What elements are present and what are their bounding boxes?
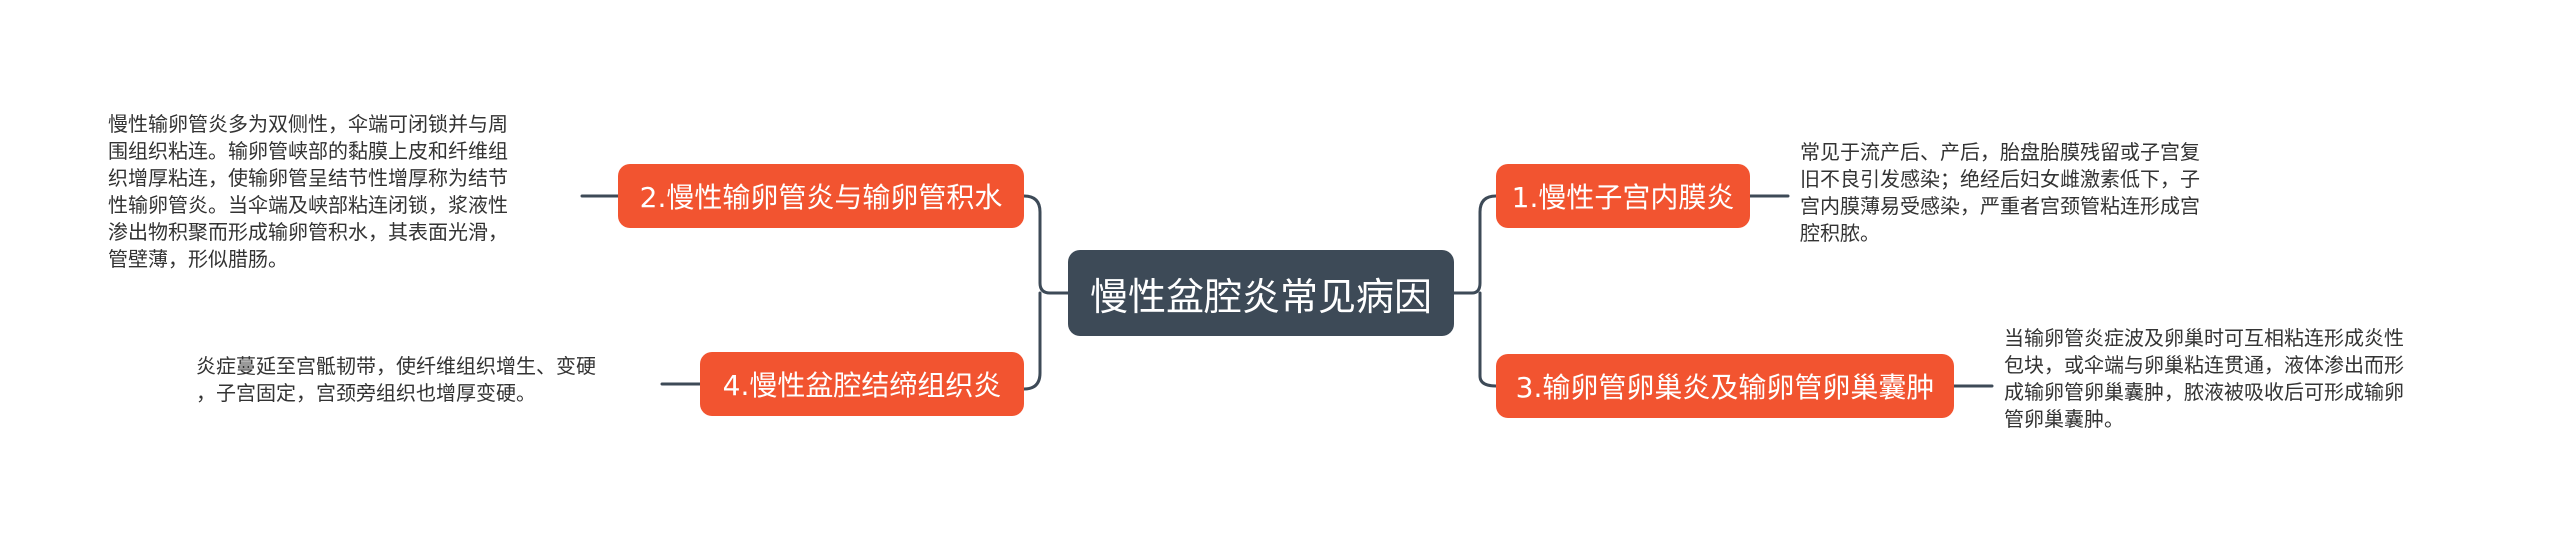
leaf-line: 管卵巢囊肿。 <box>2004 407 2124 431</box>
leaf-line: 织增厚粘连，使输卵管呈结节性增厚称为结节 <box>108 166 508 190</box>
connector-root-to-branch-3 <box>1478 291 1498 388</box>
branch-pelvic-connective-tissue[interactable]: 4.慢性盆腔结缔组织炎 <box>700 352 1024 416</box>
leaf-line: 慢性输卵管炎多为双侧性，伞端可闭锁并与周 <box>108 112 508 136</box>
leaf-line: 腔积脓。 <box>1800 221 1880 245</box>
connector-root-to-branch-2 <box>1022 194 1070 295</box>
connector-root-to-branch-1 <box>1452 194 1498 295</box>
leaf-line: 渗出物积聚而形成输卵管积水，其表面光滑， <box>108 220 508 244</box>
branch-label: 4.慢性盆腔结缔组织炎 <box>722 369 1002 402</box>
leaf-text-tubo-ovarian: 当输卵管炎症波及卵巢时可互相粘连形成炎性 包块，或伞端与卵巢粘连贯通，液体渗出而… <box>2004 325 2404 433</box>
leaf-text-chronic-salpingitis: 慢性输卵管炎多为双侧性，伞端可闭锁并与周 围组织粘连。输卵管峡部的黏膜上皮和纤维… <box>108 111 508 273</box>
leaf-line: 常见于流产后、产后，胎盘胎膜残留或子宫复 <box>1800 140 2200 164</box>
root-topic[interactable]: 慢性盆腔炎常见病因 <box>1068 250 1454 336</box>
leaf-line: 性输卵管炎。当伞端及峡部粘连闭锁，浆液性 <box>108 193 508 217</box>
leaf-line: 当输卵管炎症波及卵巢时可互相粘连形成炎性 <box>2004 326 2404 350</box>
leaf-line: 旧不良引发感染；绝经后妇女雌激素低下，子 <box>1800 167 2200 191</box>
branch-label: 3.输卵管卵巢炎及输卵管卵巢囊肿 <box>1515 371 1935 404</box>
branch-chronic-salpingitis[interactable]: 2.慢性输卵管炎与输卵管积水 <box>618 164 1024 228</box>
branch-chronic-endometritis[interactable]: 1.慢性子宫内膜炎 <box>1496 164 1750 228</box>
leaf-line: 管壁薄，形似腊肠。 <box>108 247 288 271</box>
leaf-text-chronic-endometritis: 常见于流产后、产后，胎盘胎膜残留或子宫复 旧不良引发感染；绝经后妇女雌激素低下，… <box>1800 139 2200 247</box>
root-topic-label: 慢性盆腔炎常见病因 <box>1089 274 1432 319</box>
branch-label: 1.慢性子宫内膜炎 <box>1511 181 1735 214</box>
leaf-text-pelvic-connective-tissue: 炎症蔓延至宫骶韧带，使纤维组织增生、变硬 ，子宫固定，宫颈旁组织也增厚变硬。 <box>196 353 596 407</box>
leaf-line: 围组织粘连。输卵管峡部的黏膜上皮和纤维组 <box>108 139 508 163</box>
branch-tubo-ovarian[interactable]: 3.输卵管卵巢炎及输卵管卵巢囊肿 <box>1496 354 1954 418</box>
leaf-line: 成输卵管卵巢囊肿，脓液被吸收后可形成输卵 <box>2004 380 2404 404</box>
leaf-line: 炎症蔓延至宫骶韧带，使纤维组织增生、变硬 <box>196 354 596 378</box>
connector-root-to-branch-4 <box>1022 291 1042 391</box>
leaf-line: 包块，或伞端与卵巢粘连贯通，液体渗出而形 <box>2004 353 2404 377</box>
leaf-line: ，子宫固定，宫颈旁组织也增厚变硬。 <box>196 381 536 405</box>
branch-label: 2.慢性输卵管炎与输卵管积水 <box>639 181 1003 214</box>
leaf-line: 宫内膜薄易受感染，严重者宫颈管粘连形成宫 <box>1800 194 2200 218</box>
